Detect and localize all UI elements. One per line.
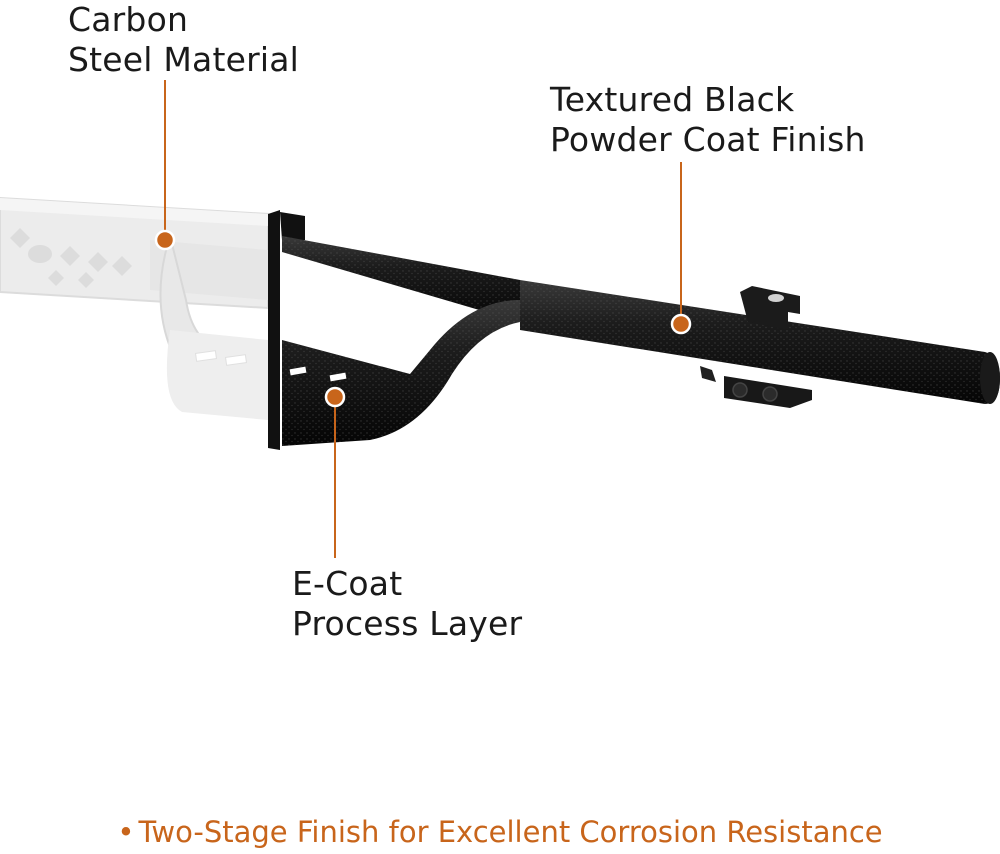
bullet-icon: •	[117, 815, 135, 849]
callout-label-line: Steel Material	[68, 40, 300, 79]
raw-steel-section	[0, 196, 269, 420]
callout-ecoat	[324, 386, 346, 558]
footer-tagline: •Two-Stage Finish for Excellent Corrosio…	[0, 812, 1000, 852]
callout-label-carbon-steel: Carbon Steel Material	[68, 0, 299, 80]
callout-label-powder-coat: Textured Black Powder Coat Finish	[550, 80, 866, 160]
callout-label-line: Textured Black	[550, 80, 795, 119]
callout-carbon	[154, 80, 176, 251]
callout-dot-icon	[670, 313, 692, 335]
callout-powder	[670, 162, 692, 335]
callout-label-line: Powder Coat Finish	[550, 120, 866, 159]
callout-label-line: E-Coat	[292, 564, 403, 603]
callout-dot-icon	[154, 229, 176, 251]
footer-text: Two-Stage Finish for Excellent Corrosion…	[138, 815, 883, 849]
callout-label-line: Process Layer	[292, 604, 523, 643]
powder-coated-section	[268, 210, 1000, 450]
callout-label-ecoat: E-Coat Process Layer	[292, 564, 522, 644]
callout-label-line: Carbon	[68, 0, 189, 39]
callout-dot-icon	[324, 386, 346, 408]
